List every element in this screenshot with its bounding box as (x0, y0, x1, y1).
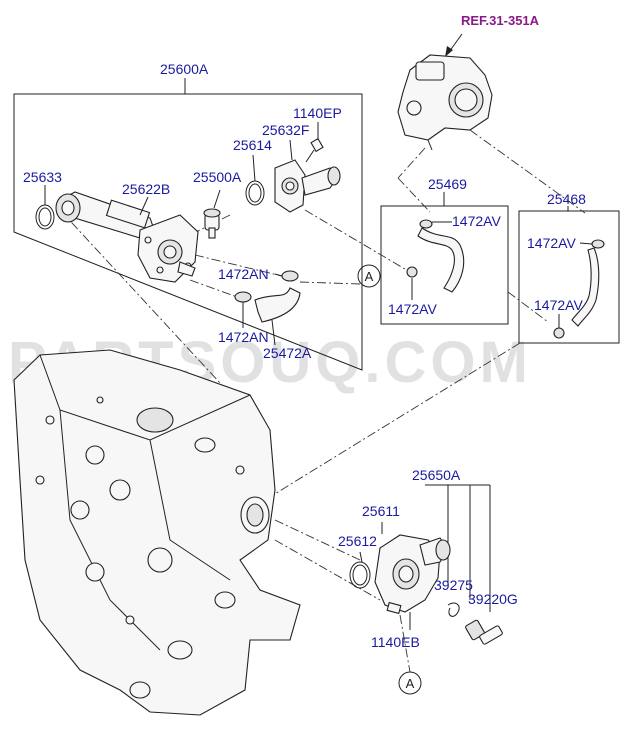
gasket-25612 (349, 561, 371, 589)
label-1472AV-25469-top[interactable]: 1472AV (452, 213, 501, 229)
label-25468[interactable]: 25468 (547, 191, 586, 207)
clip-39275 (447, 602, 460, 617)
label-25500A[interactable]: 25500A (193, 169, 242, 185)
engine-block (13, 349, 301, 716)
hose-25472A (254, 287, 301, 346)
label-25622B[interactable]: 25622B (122, 181, 170, 197)
assembly-leader-25650A (359, 484, 491, 630)
label-1140EP[interactable]: 1140EP (293, 105, 342, 121)
marker-a-top[interactable]: A (357, 264, 381, 288)
label-25611[interactable]: 25611 (362, 503, 400, 519)
gasket-25614 (245, 154, 265, 206)
label-1472AV-25468-top[interactable]: 1472AV (527, 235, 576, 251)
bolt-1140EP (305, 122, 324, 163)
sensor-39220G (465, 619, 503, 645)
housing-main (137, 214, 199, 283)
throttle-body-ref (397, 54, 493, 151)
label-25472A[interactable]: 25472A (263, 345, 312, 361)
label-1472AN-lower[interactable]: 1472AN (218, 329, 269, 345)
thermostat-housing-25611 (374, 534, 451, 613)
hose-25468 (553, 239, 605, 339)
assembly-box-25468 (518, 210, 620, 344)
hose-25469 (406, 219, 465, 300)
label-1140EB[interactable]: 1140EB (371, 634, 420, 650)
label-1472AV-25468-bottom[interactable]: 1472AV (534, 297, 583, 313)
label-39275[interactable]: 39275 (434, 577, 473, 593)
marker-a-bottom[interactable]: A (398, 671, 422, 695)
label-25650A[interactable]: 25650A (412, 467, 461, 483)
gasket-25633 (35, 185, 55, 230)
valve-25500A (203, 189, 221, 239)
label-1472AV-25469-bottom[interactable]: 1472AV (388, 301, 437, 317)
reference-arrow (445, 33, 463, 57)
pipe-25622B (55, 191, 156, 239)
assembly-box-25600A (13, 93, 363, 371)
outlet-25632F (274, 139, 341, 213)
marker-a-top-text: A (365, 269, 374, 284)
label-25600A[interactable]: 25600A (160, 61, 209, 77)
label-25469[interactable]: 25469 (428, 176, 467, 192)
bolt-1140EB (386, 601, 402, 615)
label-25632F[interactable]: 25632F (262, 122, 309, 138)
label-39220G[interactable]: 39220G (468, 591, 518, 607)
clamp-1472AN-upper (274, 270, 299, 282)
label-25614[interactable]: 25614 (233, 137, 272, 153)
label-1472AN-upper[interactable]: 1472AN (218, 266, 269, 282)
marker-a-bottom-text: A (406, 676, 415, 691)
reference-label[interactable]: REF.31-351A (461, 13, 540, 28)
label-25633[interactable]: 25633 (23, 169, 62, 185)
label-25612[interactable]: 25612 (338, 533, 377, 549)
clamp-1472AN-lower (234, 291, 252, 328)
